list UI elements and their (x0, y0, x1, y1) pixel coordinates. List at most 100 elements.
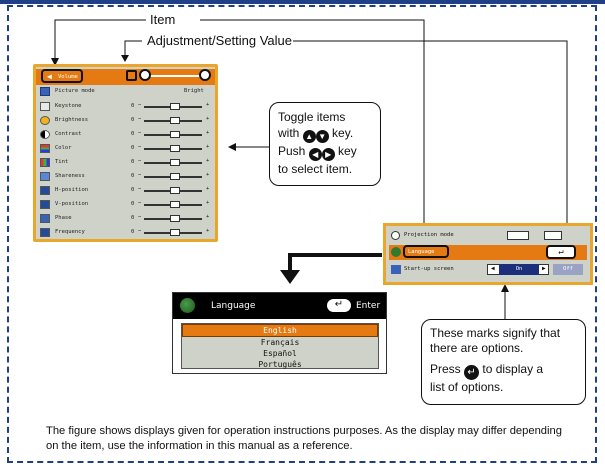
menu-row-label: Brightness (55, 117, 89, 123)
menu-row-value: 0 (131, 103, 135, 109)
language-option[interactable]: English (182, 324, 378, 337)
plus-sign: + (206, 186, 210, 192)
menu-row[interactable]: Brightness 0 − + (36, 114, 215, 128)
options-note-line4: list of options. (430, 380, 504, 394)
menu-row-label: Frequency (55, 229, 85, 235)
left-button-icon: ◀ (308, 148, 322, 161)
plus-sign: + (206, 102, 210, 108)
plus-sign: + (206, 172, 210, 178)
menu-row-label: H-position (55, 187, 89, 193)
right-button-icon: ▶ (321, 148, 335, 161)
menu-row-label: V-position (55, 201, 89, 207)
footer-note: The figure shows displays given for oper… (46, 425, 562, 452)
options-note-line3: Press ↵ to display a (430, 362, 577, 380)
slider-knob[interactable] (170, 229, 180, 236)
menu-row-value: 0 (131, 131, 135, 137)
slider-knob[interactable] (170, 131, 180, 138)
menu-row-label: Color (55, 145, 72, 151)
slider-knob[interactable] (170, 201, 180, 208)
menu-row-value: 0 (131, 173, 135, 179)
top-band (0, 0, 605, 4)
menu-row[interactable]: Shareness 0 − + (36, 170, 215, 184)
value-callout: Adjustment/Setting Value (147, 33, 293, 48)
volume-plus-ring[interactable] (199, 69, 211, 81)
menu-row[interactable]: Frequency 0 − + (36, 226, 215, 240)
language-option[interactable]: Português (258, 360, 302, 369)
plus-sign: + (206, 158, 210, 164)
menu-row-label: Contrast (55, 131, 82, 137)
minus-sign: − (138, 116, 142, 122)
language-item-box (403, 245, 449, 258)
menu-row[interactable]: Tint 0 − + (36, 156, 215, 170)
value-arrowhead-left (121, 55, 129, 62)
contrast-icon (40, 130, 50, 139)
slider-knob[interactable] (170, 173, 180, 180)
volume-label: Volume (58, 74, 78, 80)
menu-row[interactable]: V-position 0 − + (36, 198, 215, 212)
slider-knob[interactable] (170, 159, 180, 166)
menu-row[interactable]: H-position 0 − + (36, 184, 215, 198)
menu-row-value: 0 (131, 215, 135, 221)
plus-sign: + (206, 200, 210, 206)
down-button-icon: ▼ (315, 130, 329, 143)
language-dropdown-header: Language ↵ Enter (173, 293, 386, 319)
h-position-icon (40, 186, 50, 195)
enter-label: Enter (356, 301, 381, 311)
on-value: On (499, 264, 539, 275)
plus-sign: + (206, 214, 210, 220)
startup-screen-row[interactable]: Start-up screen ◀ On ▶ Off (389, 263, 587, 277)
language-options-list: English Français Español Português (181, 323, 379, 369)
item-arrowhead-left (51, 58, 59, 66)
options-note-text: to display a (482, 362, 544, 376)
volume-row[interactable]: ◀ Volume (36, 69, 215, 85)
enter-icon[interactable]: ↵ (546, 245, 576, 259)
slider-knob[interactable] (170, 145, 180, 152)
menu-row-value: 0 (131, 201, 135, 207)
options-note-text: Press (430, 362, 461, 376)
up-button-icon: ▲ (302, 130, 316, 143)
big-arrowhead (280, 270, 300, 284)
frequency-icon (40, 228, 50, 237)
minus-sign: − (138, 186, 142, 192)
volume-value-box (126, 70, 137, 81)
menu-row[interactable]: Contrast 0 − + (36, 128, 215, 142)
adjustment-menu: ◀ Volume Picture mode Bright Keystone 0 … (33, 64, 218, 242)
menu-row-label: Shareness (55, 173, 85, 179)
volume-track (149, 75, 201, 77)
minus-sign: − (138, 200, 142, 206)
off-value: Off (553, 264, 583, 275)
phase-icon (40, 214, 50, 223)
slider-knob[interactable] (170, 103, 180, 110)
language-option[interactable]: Español (263, 349, 297, 358)
volume-item-box: ◀ Volume (41, 69, 83, 83)
language-option[interactable]: Français (260, 338, 300, 347)
plus-sign: + (206, 144, 210, 150)
menu-row[interactable]: Color 0 − + (36, 142, 215, 156)
menu-row-value: 0 (131, 229, 135, 235)
minus-sign: − (138, 172, 142, 178)
language-settings-panel: Projection mode Language ↵ Start-up scre… (383, 223, 593, 285)
projection-mode-label: Projection mode (404, 232, 454, 238)
minus-sign: − (138, 158, 142, 164)
slider-knob[interactable] (170, 187, 180, 194)
menu-row-value: 0 (131, 159, 135, 165)
slider-knob[interactable] (170, 117, 180, 124)
minus-sign: − (138, 102, 142, 108)
startup-screen-label: Start-up screen (404, 266, 454, 272)
menu-row[interactable]: Phase 0 − + (36, 212, 215, 226)
projection-mode-row[interactable]: Projection mode (389, 229, 587, 243)
v-position-icon (40, 200, 50, 209)
volume-minus-ring[interactable] (139, 69, 151, 81)
right-arrow-icon: ▶ (542, 265, 546, 272)
menu-row[interactable]: Keystone 0 − + (36, 100, 215, 114)
item-line-right (200, 19, 425, 228)
menu-row[interactable]: Picture mode Bright (36, 85, 215, 99)
menu-row-value: 0 (131, 145, 135, 151)
toggle-note-text: key. (332, 126, 354, 140)
speaker-icon: ◀ (47, 72, 52, 81)
language-row[interactable]: Language ↵ (389, 245, 587, 260)
rear-projection-icon (544, 231, 562, 240)
slider-knob[interactable] (170, 215, 180, 222)
sharpness-icon (40, 172, 50, 181)
projection-mode-icon (391, 231, 400, 240)
